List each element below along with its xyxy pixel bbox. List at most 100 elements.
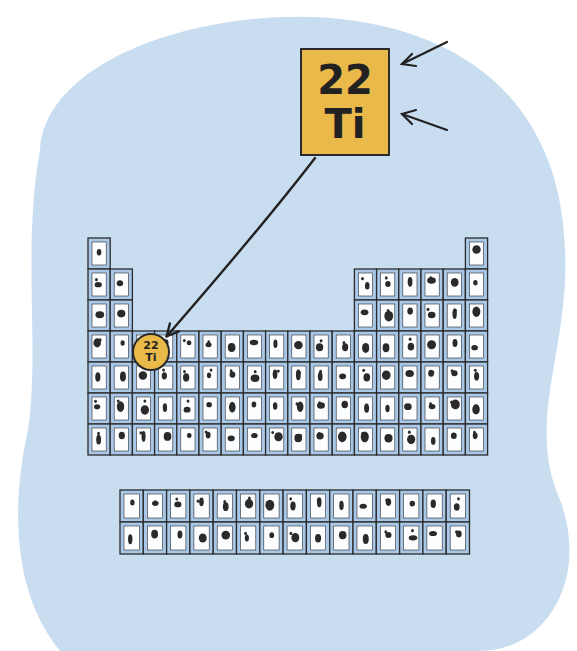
cell-scribble [315,534,321,542]
cell-frame [243,362,265,393]
element-cell [221,393,243,424]
cell-scribble [318,432,321,435]
cell-scribble [245,534,249,541]
cell-scribble [364,403,369,412]
cell-inner [336,428,350,451]
cell-inner [381,397,395,420]
cell-inner [203,397,217,420]
cell-scribble [410,501,415,507]
cell-inner [225,366,239,389]
cell-frame [110,362,132,393]
cell-scribble [362,343,369,353]
element-cell [237,490,260,522]
cell-inner [203,335,217,358]
curved-arrow [167,158,315,336]
cell-frame [400,522,423,554]
cell-scribble [429,402,432,405]
cell-frame [243,331,265,362]
cell-frame [399,424,421,455]
cell-scribble [207,340,210,343]
cell-scribble [174,501,181,507]
cell-inner [247,397,261,420]
element-cell [353,490,376,522]
cell-frame [132,424,154,455]
cell-frame [288,331,310,362]
cell-inner [334,526,349,550]
cell-frame [221,393,243,424]
cell-inner [159,428,173,451]
cell-frame [310,331,332,362]
element-tile: 22Ti [300,48,390,156]
cell-scribble [365,282,370,290]
element-cell [465,331,487,362]
cell-frame [288,393,310,424]
cell-scribble [120,372,126,382]
cell-frame [423,490,446,522]
element-highlight-circle: 22Ti [132,333,170,371]
cell-inner [357,526,372,550]
cell-scribble [99,338,102,341]
cell-frame [260,522,283,554]
cell-inner [336,335,350,358]
cell-inner [270,428,284,451]
cell-inner [114,273,128,296]
cell-scribble [290,532,293,535]
cell-inner [447,304,461,327]
element-cell [177,362,199,393]
element-cell [120,522,143,554]
cell-frame [465,269,487,300]
cell-frame [354,393,376,424]
cell-inner [336,366,350,389]
cell-inner [425,428,439,451]
atomic-number: 22 [143,340,158,352]
cell-inner [310,494,325,518]
cell-scribble [339,501,343,510]
cell-inner [381,428,395,451]
cell-scribble [385,276,388,279]
cell-scribble [385,405,389,412]
cell-scribble [430,532,433,535]
cell-frame [399,300,421,331]
element-cell [88,238,110,269]
cell-frame [155,424,177,455]
cell-scribble [139,371,147,379]
cell-inner [217,526,232,550]
cell-inner [92,366,106,389]
cell-inner [247,366,261,389]
cell-frame [310,362,332,393]
element-cell [266,424,288,455]
cell-scribble [251,433,257,438]
cell-inner [403,397,417,420]
cell-scribble [164,432,172,441]
cell-frame [177,331,199,362]
element-cell [177,331,199,362]
cell-scribble [451,278,459,287]
element-cell [400,522,423,554]
cell-scribble [298,371,301,374]
cell-scribble [299,434,302,437]
element-cell [199,362,221,393]
cell-frame [288,424,310,455]
cell-scribble [184,407,191,413]
cell-inner [225,397,239,420]
element-cell [88,331,110,362]
cell-scribble [223,500,226,503]
cell-inner [247,335,261,358]
cell-frame [443,331,465,362]
cell-scribble [117,280,123,286]
cell-inner [447,335,461,358]
cell-frame [190,522,213,554]
cell-inner [225,428,239,451]
cell-frame [465,300,487,331]
element-cell [443,300,465,331]
cell-frame [190,490,213,522]
cell-scribble [210,369,213,372]
element-cell [283,490,306,522]
cell-scribble [162,369,165,372]
element-cell [465,424,487,455]
element-cell [421,300,443,331]
cell-inner [447,366,461,389]
cell-inner [314,366,328,389]
cell-inner [264,526,279,550]
cell-scribble [271,431,274,434]
